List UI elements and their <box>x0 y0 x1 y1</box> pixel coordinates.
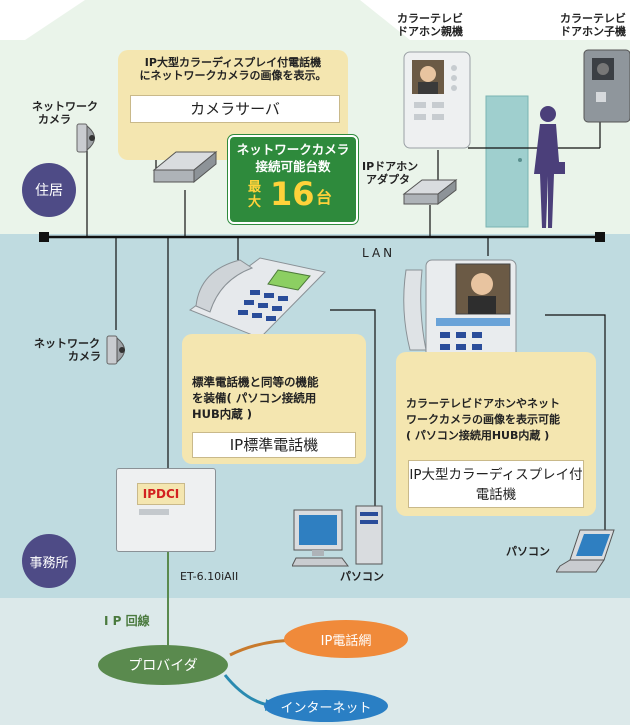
office-camera-label-line1: ネットワーク <box>34 337 100 350</box>
color-phone-note-text: カラーテレビドアホンやネット ワークカメラの画像を表示可能 ( パソコン接続用H… <box>406 396 560 444</box>
adapter-label-line1: IPドアホン <box>362 160 419 173</box>
laptop-icon <box>556 529 615 573</box>
doorphone-monitor-label: カラーテレビ ドアホン親機 <box>380 12 480 38</box>
ip-standard-phone-icon <box>188 257 326 339</box>
house-camera-label: ネットワーク カメラ <box>32 100 98 126</box>
office-network-camera-icon <box>106 335 125 365</box>
office-badge: 事務所 <box>22 534 76 588</box>
ip-doorphone-adapter-icon <box>402 178 458 206</box>
doorphone-monitor-icon <box>403 51 471 149</box>
pbx-label-badge: IPDCI <box>137 483 185 505</box>
standard-phone-box: IP標準電話機 <box>192 432 356 458</box>
desktop-pc-label: パソコン <box>340 570 384 583</box>
color-note-line2: ワークカメラの画像を表示可能 <box>406 413 560 426</box>
adapter-label-line2: アダプタ <box>366 173 410 186</box>
house-note-text: IP大型カラーディスプレイ付電話機 にネットワークカメラの画像を表示。 <box>118 56 348 82</box>
std-note-line2: を装備( パソコン接続用 <box>192 391 317 405</box>
std-note-line1: 標準電話機と同等の機能 <box>192 375 319 389</box>
standard-phone-note-text: 標準電話機と同等の機能 を装備( パソコン接続用 HUB内蔵 ) <box>192 374 319 422</box>
color-box-line1: IP大型カラーディスプレイ付 <box>409 467 583 483</box>
doorphone-sub-label: カラーテレビ ドアホン子機 <box>560 12 630 38</box>
pbx-panel <box>139 509 169 515</box>
color-phone-note: カラーテレビドアホンやネット ワークカメラの画像を表示可能 ( パソコン接続用H… <box>396 352 596 516</box>
ip-doorphone-adapter-label: IPドアホン アダプタ <box>362 160 418 186</box>
ip-phone-network-node: IP電話網 <box>284 620 408 658</box>
office-camera-label: ネットワーク カメラ <box>34 337 101 363</box>
count-unit: 台 <box>316 188 333 207</box>
visitor-silhouette-icon <box>534 106 565 228</box>
house-note-line2: にネットワークカメラの画像を表示。 <box>139 69 327 82</box>
house-note-line1: IP大型カラーディスプレイ付電話機 <box>144 56 322 69</box>
camera-server-box: カメラサーバ <box>130 95 340 123</box>
sub-label-line2: ドアホン子機 <box>560 25 626 38</box>
office-camera-label-line2: カメラ <box>68 350 101 363</box>
house-badge: 住居 <box>22 163 76 217</box>
sub-label-line1: カラーテレビ <box>560 12 626 25</box>
monitor-label-line1: カラーテレビ <box>397 12 463 25</box>
color-note-line3: ( パソコン接続用HUB内蔵 ) <box>406 429 550 442</box>
monitor-label-line2: ドアホン親機 <box>397 25 463 38</box>
pbx-model-label: ET-6.10iAII <box>180 570 239 583</box>
provider-node: プロバイダ <box>98 645 228 685</box>
count-line2: 接続可能台数 <box>255 159 331 174</box>
house-camera-label-line1: ネットワーク <box>32 100 98 113</box>
camera-count-text: ネットワークカメラ 接続可能台数 <box>230 141 356 175</box>
house-network-camera-icon <box>76 123 95 153</box>
color-note-line1: カラーテレビドアホンやネット <box>406 397 560 410</box>
pbx-unit: IPDCI <box>116 468 216 552</box>
internet-node: インターネット <box>264 690 388 722</box>
count-prefix: 最 大 <box>248 180 261 210</box>
laptop-pc-label: パソコン <box>506 545 550 558</box>
ip-color-display-phone-icon <box>403 259 517 377</box>
doorphone-sub-unit-icon <box>583 49 630 123</box>
std-note-line3: HUB内蔵 ) <box>192 407 252 421</box>
count-number: 16 <box>270 175 315 213</box>
desktop-pc-icon <box>292 505 383 567</box>
standard-phone-note: 標準電話機と同等の機能 を装備( パソコン接続用 HUB内蔵 ) IP標準電話機 <box>182 334 366 464</box>
lan-label: LAN <box>362 246 396 260</box>
color-phone-box: IP大型カラーディスプレイ付 電話機 <box>408 460 584 508</box>
count-prefix-line1: 最 <box>248 180 262 195</box>
ip-line-label: I P 回線 <box>104 614 150 628</box>
camera-count-box: ネットワークカメラ 接続可能台数 最 大 16 台 <box>228 135 358 224</box>
count-line1: ネットワークカメラ <box>236 142 350 157</box>
count-prefix-line2: 大 <box>248 195 262 210</box>
house-camera-label-line2: カメラ <box>38 113 71 126</box>
camera-server-icon <box>152 150 218 184</box>
color-box-line2: 電話機 <box>475 487 517 503</box>
